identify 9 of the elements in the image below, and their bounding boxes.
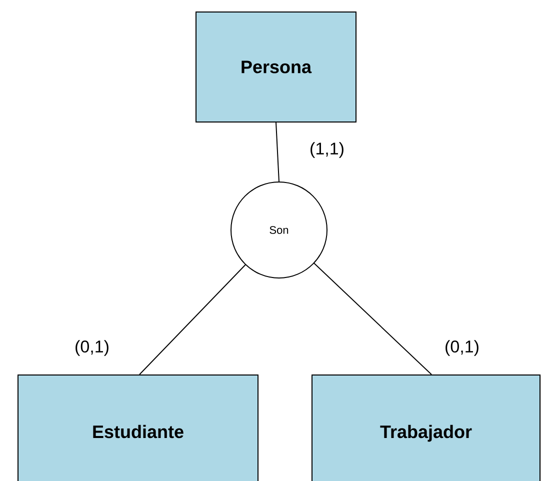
cardinality-label: (0,1): [76, 340, 108, 356]
cardinality-label: (0,1): [446, 340, 478, 356]
entity-box: Trabajador: [312, 374, 540, 481]
connector-line: [313, 262, 432, 375]
cardinality-label: (1,1): [310, 142, 344, 158]
entity-box: Estudiante: [18, 374, 258, 481]
connector-line: [139, 264, 246, 375]
connector-line: [276, 122, 280, 182]
entity-box: Persona: [196, 12, 356, 122]
